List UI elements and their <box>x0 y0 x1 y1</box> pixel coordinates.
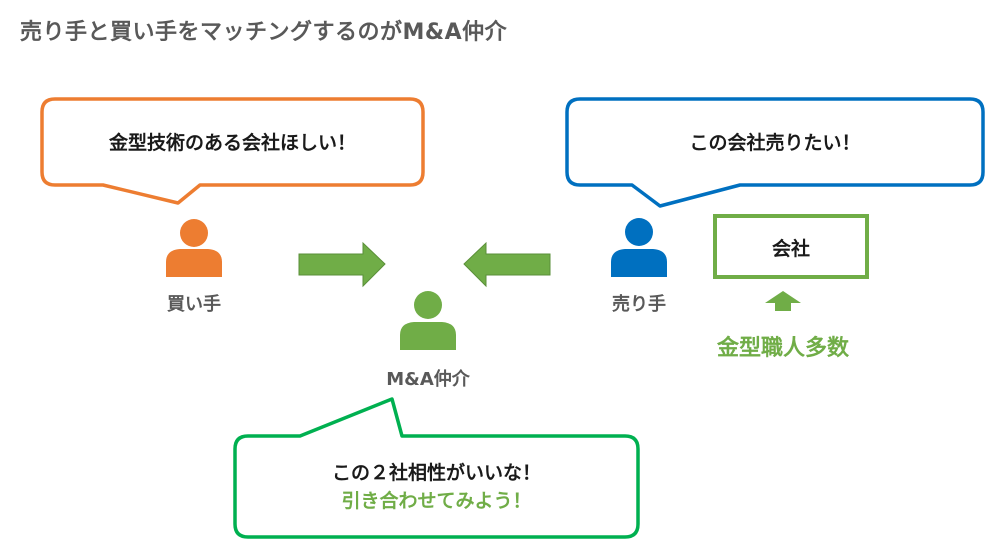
buyer-label: 買い手 <box>167 294 221 315</box>
page-title: 売り手と買い手をマッチングするのがM&A仲介 <box>20 20 508 45</box>
arrow-up-icon <box>765 291 801 311</box>
buyer-person-icon <box>166 219 222 277</box>
arrow-left-icon <box>463 241 551 288</box>
broker-speech-line2: 引き合わせてみよう！ <box>341 490 532 512</box>
broker-person-icon <box>400 291 456 350</box>
seller-person-icon <box>611 218 667 277</box>
buyer-speech-text: 金型技術のある会社ほしい！ <box>108 132 356 154</box>
broker-speech-bubble <box>233 397 640 539</box>
broker-speech-line1: この２社相性がいいな！ <box>331 462 541 484</box>
seller-label: 売り手 <box>612 294 666 315</box>
seller-speech-bubble <box>565 97 985 208</box>
arrow-right-icon <box>298 241 386 288</box>
buyer-speech-bubble <box>40 97 425 205</box>
broker-label: M&A仲介 <box>386 369 470 390</box>
company-box <box>713 214 869 279</box>
company-feature: 金型職人多数 <box>716 336 849 361</box>
seller-speech-text: この会社売りたい！ <box>689 132 861 154</box>
company-label: 会社 <box>771 238 810 260</box>
